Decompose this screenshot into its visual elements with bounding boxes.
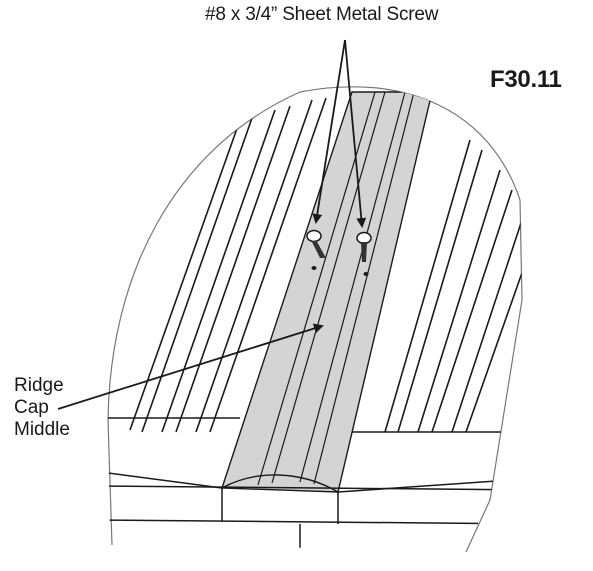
roof-panel-left — [129, 97, 327, 433]
vignette-outline — [107, 86, 523, 553]
screw-right-icon — [356, 231, 372, 262]
ridge-cap-label-line-1: Ridge — [14, 375, 64, 396]
pilot-holes — [311, 266, 369, 276]
ridge-cap-leader-arrow — [57, 323, 324, 410]
ridge-cap-callout-label: Ridge Cap Middle — [14, 375, 70, 441]
ridge-cap-label-line-3: Middle — [14, 419, 70, 440]
roof-panel-right — [384, 139, 522, 433]
screw-leader-arrows — [312, 39, 367, 228]
figure-id-label: F30.11 — [490, 66, 562, 93]
screw-left-icon — [306, 229, 326, 258]
ridge-cap-end-curve — [221, 474, 339, 493]
ridge-cap-label-line-2: Cap — [14, 397, 49, 418]
screw-callout-label: #8 x 3/4” Sheet Metal Screw — [205, 4, 439, 25]
